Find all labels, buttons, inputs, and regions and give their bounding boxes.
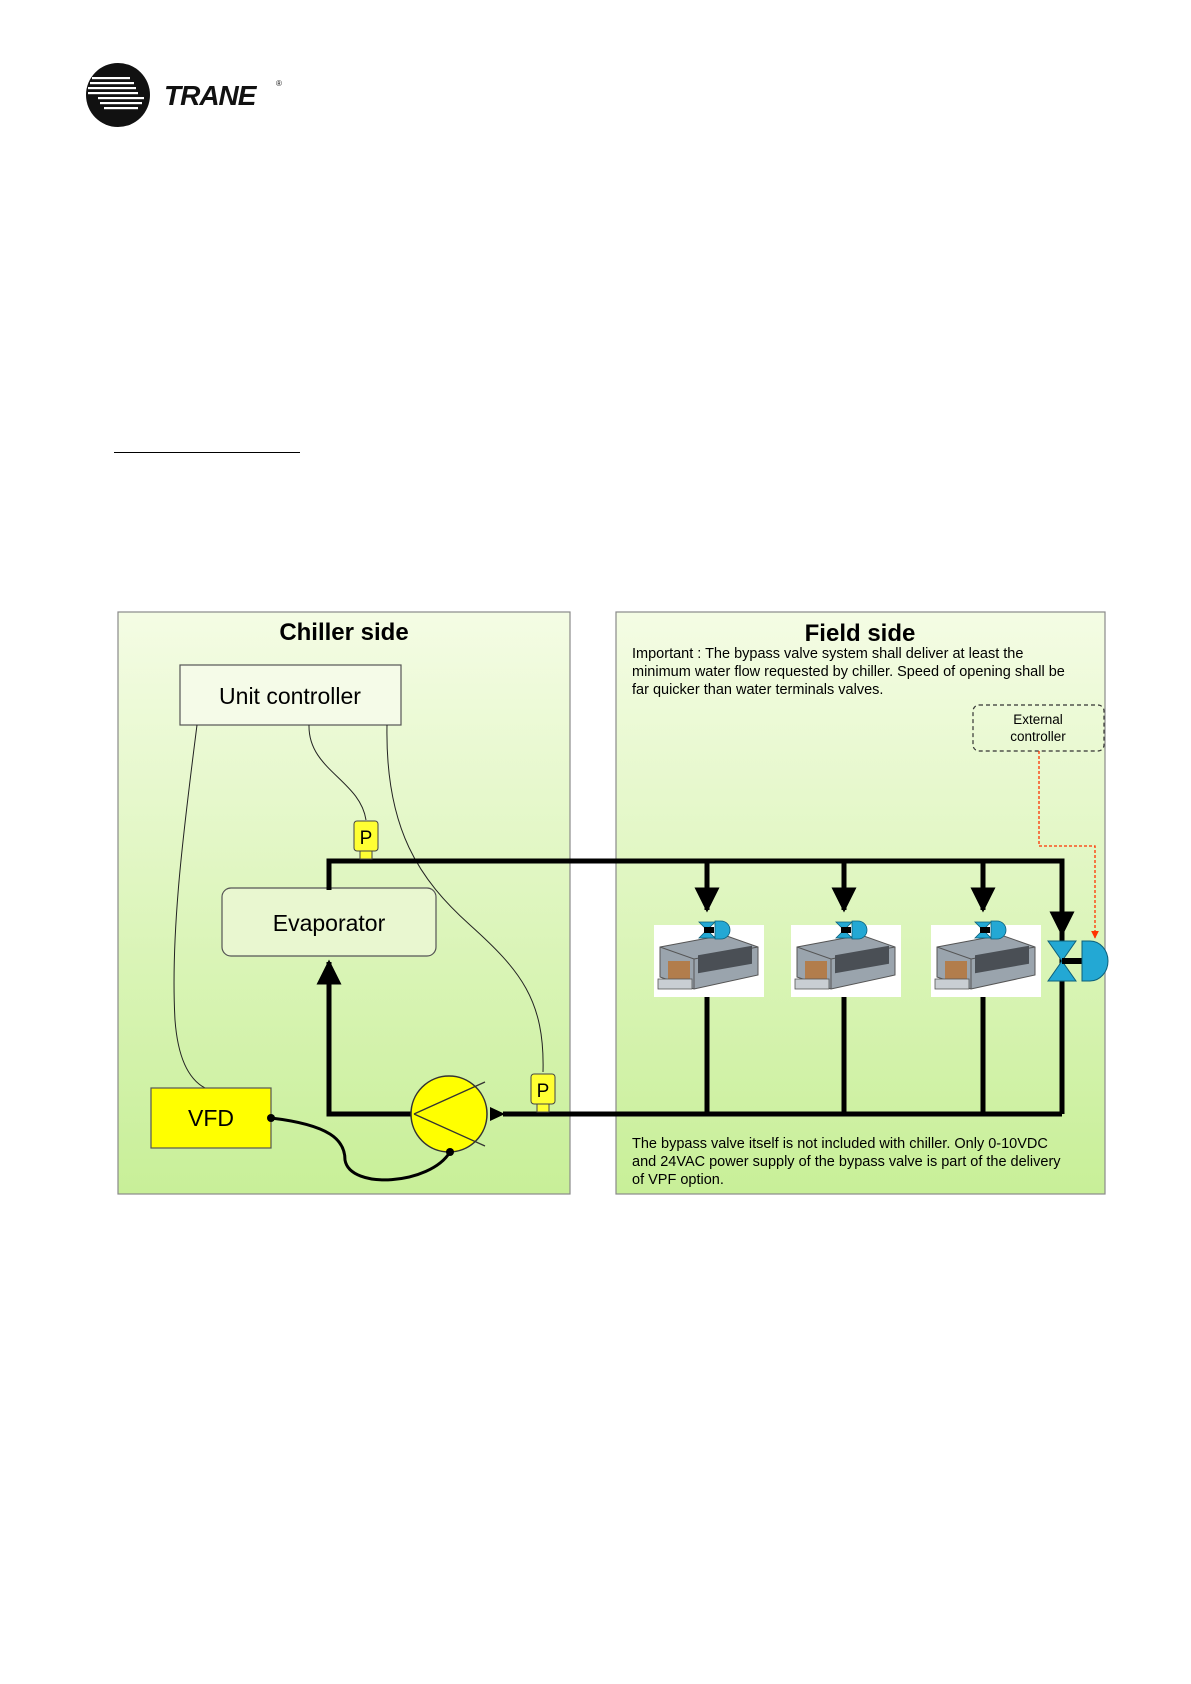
- vfd-box: [150, 1087, 272, 1149]
- brand-wordmark: TRANE: [164, 80, 258, 111]
- pressure-sensor-top-label: P: [360, 828, 373, 849]
- important-note-line-1: Important : The bypass valve system shal…: [632, 646, 1023, 662]
- unit-controller-label: Unit controller: [219, 683, 361, 709]
- terminal-branches: [694, 861, 1075, 1114]
- pump-cable-terminal: [446, 1148, 454, 1156]
- fan-coil-unit-3: [931, 925, 1041, 997]
- return-arrow-into-pump: [490, 1107, 505, 1121]
- pump-icon: [410, 1075, 488, 1153]
- pressure-sensor-bottom: [530, 1073, 556, 1113]
- evaporator-label: Evaporator: [273, 910, 386, 936]
- wire-controller-vfd: [173, 724, 206, 1089]
- terminal-valve-3: [974, 920, 1007, 940]
- control-signal-line: [1038, 751, 1099, 939]
- trane-logo: TRANE ®: [86, 63, 282, 127]
- terminal-valve-2: [835, 920, 868, 940]
- pressure-sensor-top: [353, 820, 379, 860]
- external-controller-label-1: External: [1013, 712, 1063, 727]
- field-side-title: Field side: [805, 620, 916, 647]
- external-controller-box: [972, 704, 1105, 752]
- terminal-valve-1: [698, 920, 731, 940]
- main-water-loop: [316, 858, 1065, 1117]
- bottom-note-line-2: and 24VAC power supply of the bypass val…: [632, 1154, 1061, 1170]
- vfd-pump-cable: [270, 1116, 452, 1182]
- wire-controller-sensor-top: [308, 724, 367, 821]
- fan-coil-unit-1: [654, 925, 764, 997]
- registered-mark: ®: [276, 79, 282, 88]
- external-controller-label-2: controller: [1010, 729, 1066, 744]
- vfd-label: VFD: [188, 1105, 234, 1131]
- important-note-line-2: minimum water flow requested by chiller.…: [632, 664, 1065, 680]
- bottom-note-line-3: of VPF option.: [632, 1172, 724, 1188]
- bypass-valve-icon: [1047, 940, 1109, 982]
- chiller-side-title: Chiller side: [279, 619, 408, 646]
- bottom-note-line-1: The bypass valve itself is not included …: [632, 1136, 1048, 1152]
- unit-controller-box: [179, 664, 402, 726]
- field-side-panel: [615, 611, 1106, 1195]
- pressure-sensor-bottom-label: P: [537, 1081, 550, 1102]
- wire-controller-sensor-bottom: [386, 724, 544, 1073]
- vfd-cable-terminal: [267, 1114, 275, 1122]
- section-underline: [114, 452, 300, 453]
- important-note-line-3: far quicker than water terminals valves.: [632, 682, 883, 698]
